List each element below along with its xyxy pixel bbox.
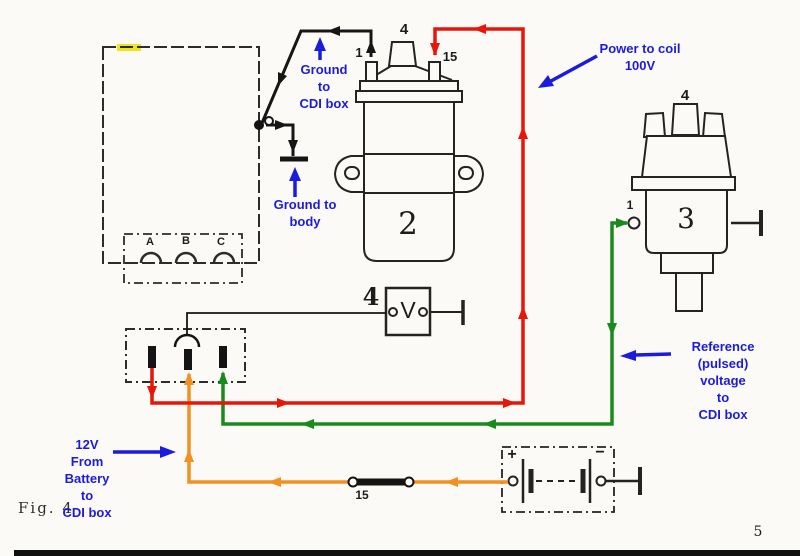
connector-pin	[219, 346, 227, 368]
coil-ht-terminal-label: 4	[399, 21, 409, 38]
battery-positive-label: +	[507, 446, 517, 463]
junction-dot	[254, 120, 264, 130]
cdi-terminal-strip	[123, 233, 243, 284]
dist-ht-terminal-label: 4	[680, 87, 690, 104]
arrow-reference	[635, 352, 672, 357]
battery-negative-label: −	[595, 444, 605, 461]
scan-edge	[14, 550, 800, 556]
coil-terminal-1	[365, 61, 378, 82]
battery-neg-terminal	[595, 475, 607, 487]
distributor	[627, 103, 763, 312]
connector-pin	[148, 346, 156, 368]
coil-terminal-15-label: 15	[442, 49, 458, 64]
voltmeter	[384, 286, 465, 337]
ignition-coil	[333, 41, 485, 262]
coil-terminal-15	[428, 61, 441, 82]
dist-cap	[640, 135, 733, 178]
arrow-power-coil	[550, 54, 598, 83]
battery	[501, 446, 642, 513]
fuse-terminal-label: 15	[355, 488, 369, 502]
cdi-terminal-a-label: A	[146, 236, 154, 248]
connector-block	[125, 328, 246, 383]
annotation-arrowheads	[160, 37, 636, 458]
note-power-to-coil: Power to coil 100V	[599, 41, 681, 73]
orange-supply-wire	[187, 374, 508, 484]
black-arrowheads	[275, 26, 376, 153]
orange-arrowheads	[184, 372, 458, 487]
dist-tower-right	[701, 111, 727, 138]
green-arrowheads	[218, 218, 629, 429]
annotation-arrow-lines	[113, 48, 672, 454]
connector-pin	[184, 349, 192, 370]
dist-body	[645, 189, 728, 254]
dist-terminal-1	[627, 216, 641, 230]
cdi-terminal-c-label: C	[217, 236, 225, 248]
voltmeter-symbol: V	[400, 297, 416, 323]
pickup-signal-wire	[186, 312, 386, 335]
dist-terminal-1-label: 1	[626, 198, 634, 212]
dist-tower-center	[670, 103, 701, 136]
coil-ht-tower	[387, 41, 418, 67]
note-ground-to-cdi: Ground to CDI box	[299, 62, 349, 111]
coil-bracket-left-ear	[333, 155, 364, 193]
cdi-box	[102, 44, 260, 284]
junction-and-ground	[254, 116, 308, 162]
page-number: 5	[753, 524, 763, 540]
coil-number: 2	[398, 206, 418, 242]
coil-body	[363, 101, 455, 262]
coil-terminal-1-label: 1	[355, 45, 363, 60]
coil-bracket-right-ear	[454, 155, 485, 193]
dist-number: 3	[677, 202, 695, 235]
voltmeter-number: 4	[362, 282, 380, 311]
battery-pos-terminal	[507, 475, 519, 487]
note-reference-voltage: Reference (pulsed) voltage to CDI box	[691, 339, 755, 422]
dist-tower-left	[642, 111, 667, 138]
pickup-loop	[173, 333, 201, 348]
red-arrowheads	[147, 24, 528, 408]
figure-caption: Fig. 4	[18, 499, 74, 517]
note-12v-from-battery: 12V From Battery to CDI box	[62, 437, 112, 520]
note-ground-to-body: Ground to body	[273, 197, 337, 229]
junction-eyelet	[264, 116, 274, 126]
fuse	[347, 476, 415, 488]
cdi-terminal-b-label: B	[182, 235, 190, 247]
